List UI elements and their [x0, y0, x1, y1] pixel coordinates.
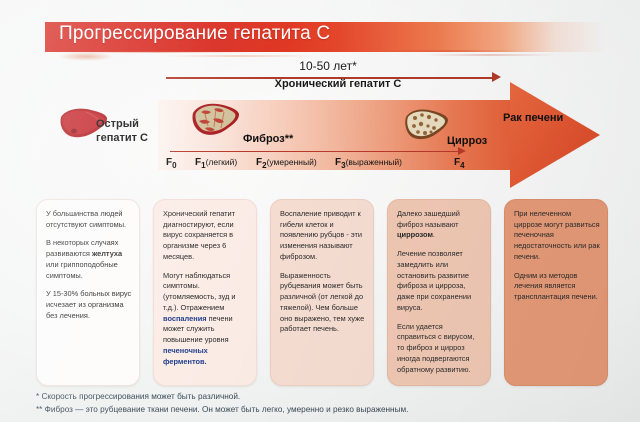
- stage-f3: F3(выраженный): [335, 157, 402, 170]
- stage-f2-index: 2: [262, 161, 267, 170]
- fibrosis-label: Фиброз**: [243, 133, 294, 145]
- acute-label-line1: Острый: [96, 118, 139, 130]
- liver-cirrhosis-icon: [403, 106, 449, 144]
- footnote-1: * Скорость прогрессирования может быть р…: [36, 392, 241, 401]
- cirrhosis-label: Цирроз: [447, 135, 488, 147]
- stage-f1-index: 1: [201, 161, 206, 170]
- info-box-cirrhosis: Далеко зашедший фиброз называют циррозом…: [387, 199, 491, 386]
- title-streaks: [45, 48, 605, 62]
- duration-arrow-line: [166, 77, 496, 79]
- chronic-hepatitis-label: Хронический гепатит С: [274, 78, 402, 90]
- stage-f0-index: 0: [172, 161, 177, 170]
- stage-f1-code: F: [195, 157, 202, 168]
- footnote-2: ** Фиброз — это рубцевание ткани печени.…: [36, 404, 409, 414]
- duration-arrow: 10-50 лет*: [158, 59, 518, 84]
- stage-f4: F4: [454, 157, 465, 170]
- info-box-acute-text: У большинства людей отсутствуют симптомы…: [46, 209, 132, 320]
- stage-f1-qualifier: (легкий): [205, 157, 238, 167]
- info-box-chronic-text: Хронический гепатит диагностируют, если …: [163, 209, 236, 366]
- stage-f3-code: F: [335, 157, 342, 168]
- stage-f3-qualifier: (выраженный): [345, 157, 402, 167]
- stage-f2-qualifier: (умеренный): [266, 157, 317, 167]
- acute-hepatitis-label: Острый гепатит С: [96, 118, 148, 146]
- duration-label: 10-50 лет*: [299, 59, 357, 73]
- page-title: Прогрессирование гепатита С: [59, 23, 331, 44]
- info-box-liver-cancer: При нелеченном циррозе могут развиться п…: [504, 199, 608, 386]
- stage-f4-index: 4: [460, 161, 465, 170]
- stage-scale-arrow-head-icon: [458, 147, 466, 155]
- info-box-liver-cancer-text: При нелеченном циррозе могут развиться п…: [514, 209, 600, 302]
- info-box-fibrosis-text: Воспаление приводит к гибели клеток и по…: [280, 209, 365, 334]
- info-box-fibrosis: Воспаление приводит к гибели клеток и по…: [270, 199, 374, 386]
- liver-acute-icon: [58, 105, 108, 141]
- stage-f0-code: F: [166, 157, 173, 168]
- fibrosis-stage-scale: F0 F1(легкий) F2(умеренный) F3(выраженны…: [158, 155, 518, 175]
- stage-f2-code: F: [256, 157, 263, 168]
- footnotes: * Скорость прогрессирования может быть р…: [36, 391, 616, 416]
- stage-f4-code: F: [454, 157, 461, 168]
- info-box-row: У большинства людей отсутствуют симптомы…: [36, 199, 608, 386]
- stage-f2: F2(умеренный): [256, 157, 317, 170]
- info-box-chronic: Хронический гепатит диагностируют, если …: [153, 199, 257, 386]
- info-box-acute: У большинства людей отсутствуют симптомы…: [36, 199, 140, 386]
- liver-cancer-label: Рак печени: [503, 112, 564, 124]
- stage-f3-index: 3: [341, 161, 346, 170]
- stage-f1: F1(легкий): [195, 157, 237, 170]
- stage-f0: F0: [166, 157, 177, 170]
- info-box-cirrhosis-text: Далеко зашедший фиброз называют циррозом…: [397, 209, 475, 374]
- acute-label-line2: гепатит С: [96, 131, 148, 144]
- progression-arrow-head-icon: [510, 82, 600, 188]
- duration-arrow-head-icon: [492, 72, 501, 82]
- title-smudge: [58, 52, 114, 61]
- title-banner: Прогрессирование гепатита С: [45, 22, 605, 52]
- stage-scale-line: [170, 151, 460, 153]
- liver-fibrosis-icon: [190, 100, 240, 140]
